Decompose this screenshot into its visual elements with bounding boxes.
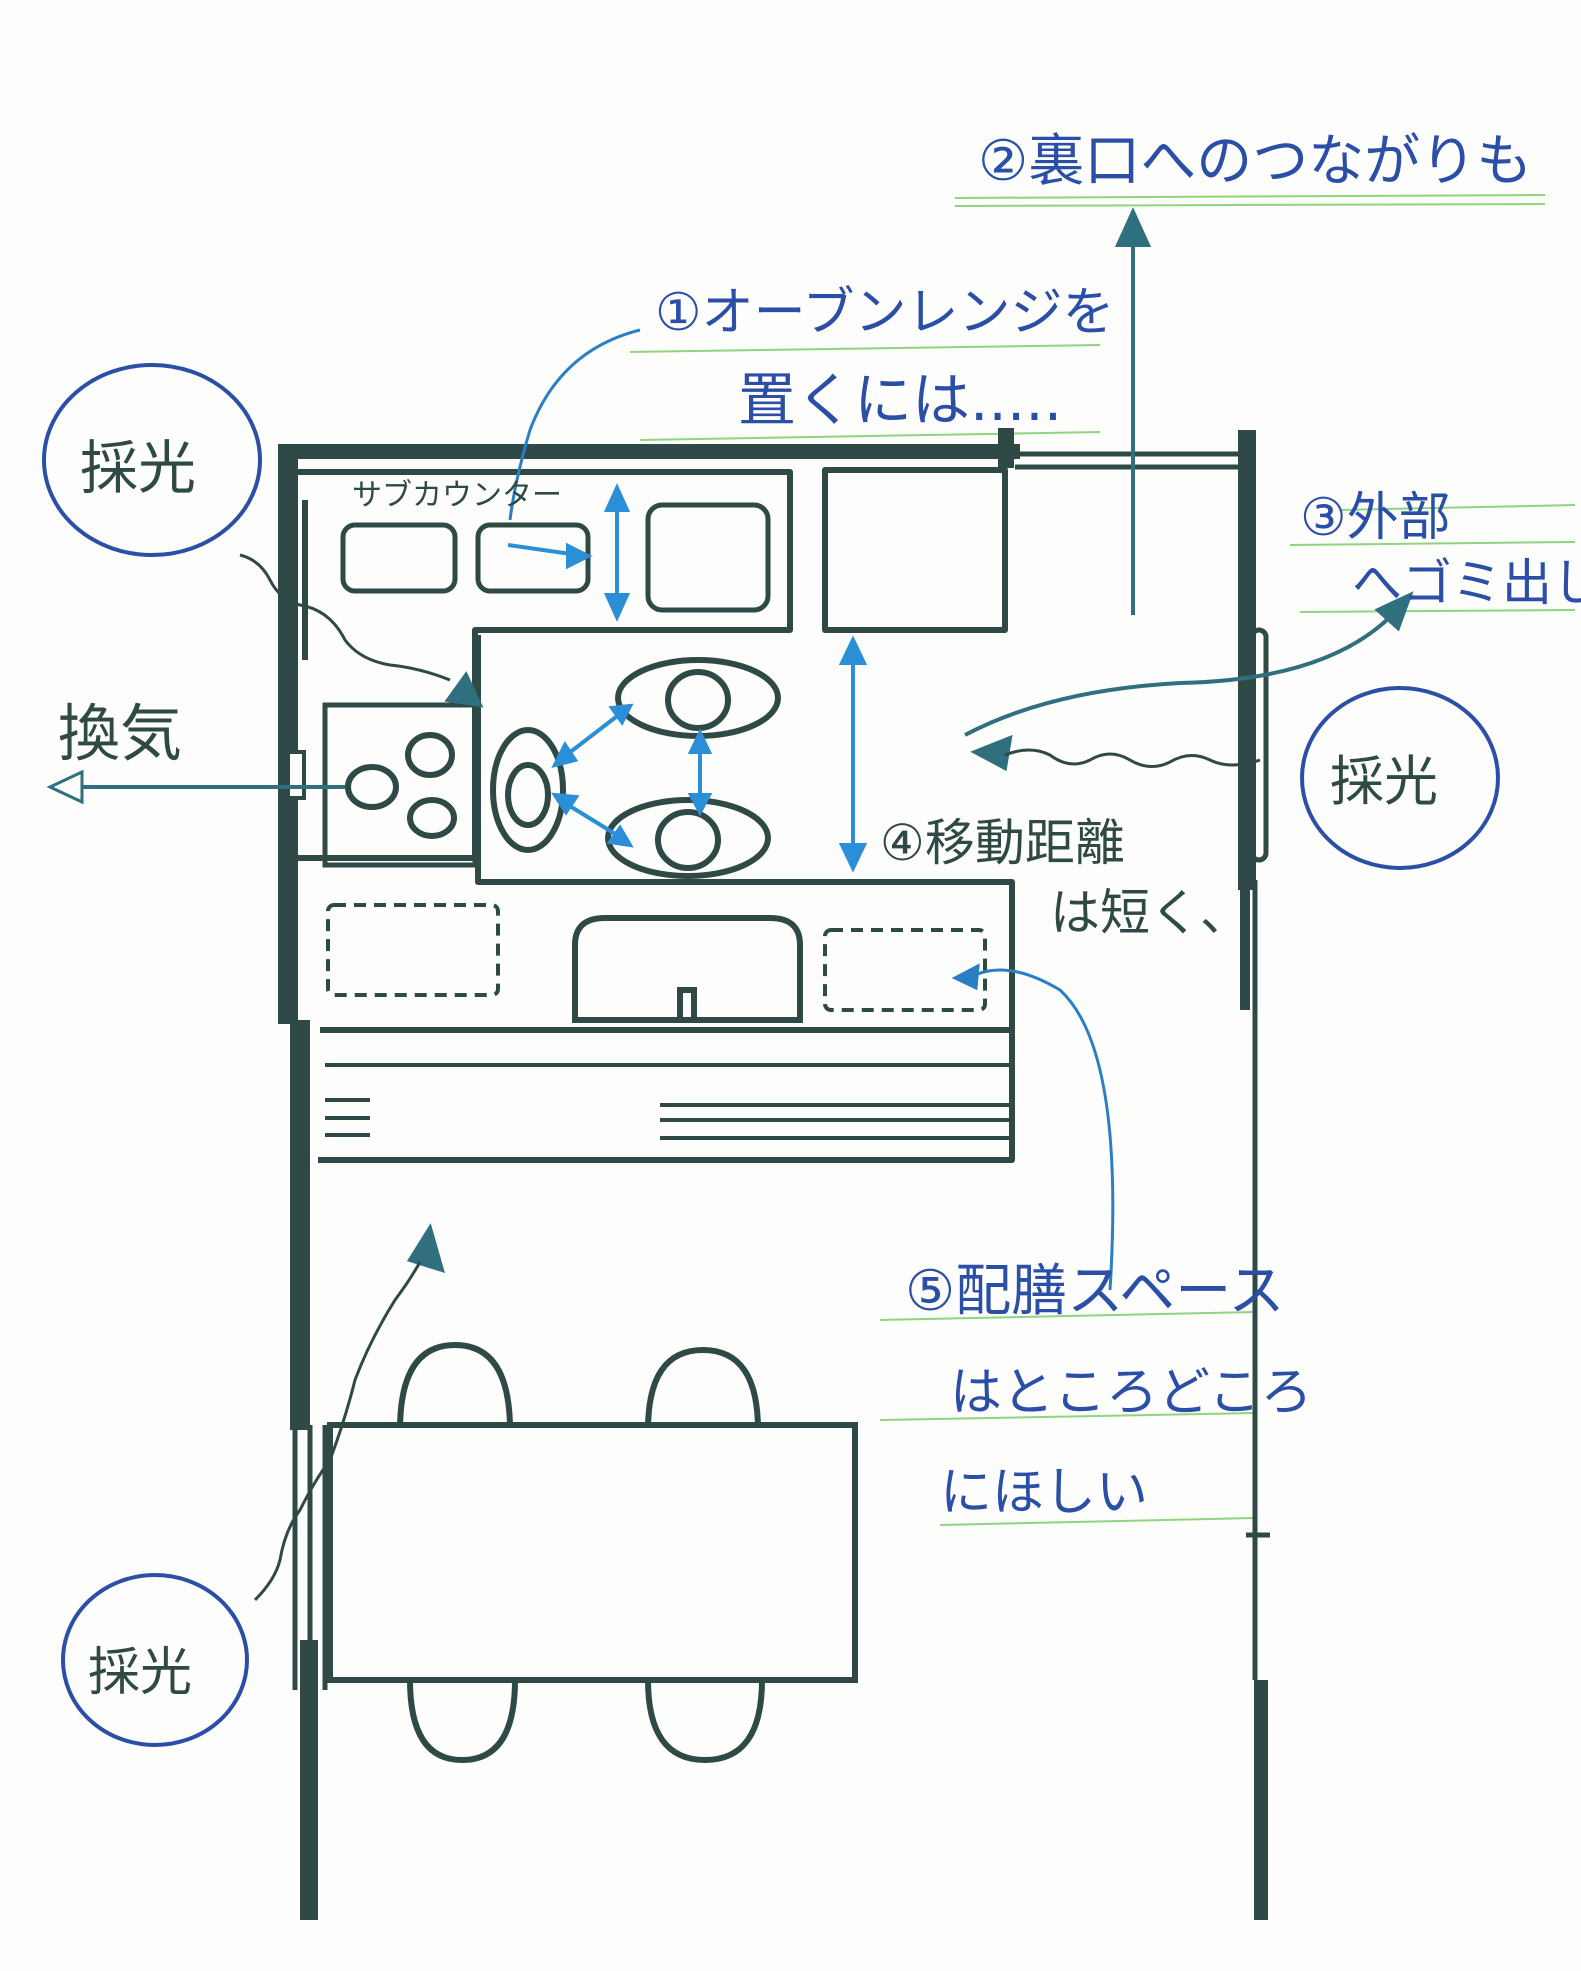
left-wall-lower [290, 1020, 310, 1430]
note-1-line-2: 置くには..... [738, 366, 1062, 434]
chair-bottom-left [407, 1679, 518, 1764]
note-4-line-1: ④移動距離 [880, 814, 1125, 872]
note-3-line-1: ③外部 [1300, 488, 1451, 548]
stool-1 [490, 727, 566, 853]
chair-top-right [645, 1346, 761, 1431]
note-5-line-2: はところどころ [950, 1363, 1312, 1423]
oven-box [645, 502, 771, 613]
chair-bottom-right [645, 1679, 765, 1764]
dining-table [327, 1422, 858, 1683]
left-window-lower [292, 1425, 328, 1690]
ventilation-label: 換気 [58, 697, 182, 770]
sub-counter-label: サブカウンター [352, 478, 562, 513]
arrow-curve-right-icon [1374, 591, 1414, 632]
serving-spaces [326, 903, 987, 1012]
stools [490, 657, 781, 879]
pointer-lines [508, 328, 1115, 1291]
top-wall [278, 444, 1020, 459]
note-5-line-1: ⑤配膳スペース [905, 1259, 1284, 1324]
daylight-label-bottomleft: 採光 [88, 1643, 192, 1703]
distance-arrows [507, 483, 868, 873]
daylight-label-right: 採光 [1330, 750, 1438, 813]
daylight-waves [239, 553, 1261, 1602]
note-1-line-1: ①オーブンレンジを [655, 283, 1115, 343]
sink [572, 915, 803, 1023]
upper-cabinet-right [822, 467, 1008, 633]
dining-set [327, 1341, 858, 1764]
right-door-frame [1015, 451, 1270, 1680]
daylight-circle-topleft [42, 363, 262, 557]
door-jamb [998, 428, 1014, 468]
serving-space-left [326, 903, 500, 997]
note-3-line-2: へゴミ出し [1352, 554, 1581, 612]
left-window-upper [280, 500, 308, 660]
left-wall-bottom [300, 1640, 318, 1920]
teal-arrows [46, 207, 1414, 1274]
serving-space-right [823, 928, 987, 1012]
daylight-circle-bottomleft [61, 1573, 249, 1747]
counters [298, 467, 1015, 1163]
labels: サブカウンター 換気 採光 採光 採光 ①オーブンレンジを 置くには..... … [58, 129, 1581, 1703]
sub-counter-box-1 [340, 522, 458, 594]
arrow-left-icon [46, 769, 84, 805]
counter-stripes [325, 1063, 1010, 1140]
vent-opening [286, 750, 306, 800]
sub-counter-boxes [340, 502, 771, 613]
chair-top-left [397, 1341, 513, 1431]
note-4-line-2: は短く、 [1050, 884, 1250, 942]
stool-3 [605, 797, 771, 879]
right-wall-mid [1240, 880, 1250, 1010]
daylight-circles [42, 363, 1500, 1747]
arrow-up-icon [1114, 207, 1152, 247]
guide-lines [629, 194, 1576, 1526]
burners [345, 732, 457, 839]
daylight-label-topleft: 採光 [80, 434, 196, 502]
note-5-line-3: にほしい [940, 1463, 1148, 1523]
note-2: ②裏口へのつながりも [978, 129, 1532, 194]
daylight-circle-right [1300, 686, 1500, 870]
right-wall-lower [1254, 1680, 1268, 1920]
